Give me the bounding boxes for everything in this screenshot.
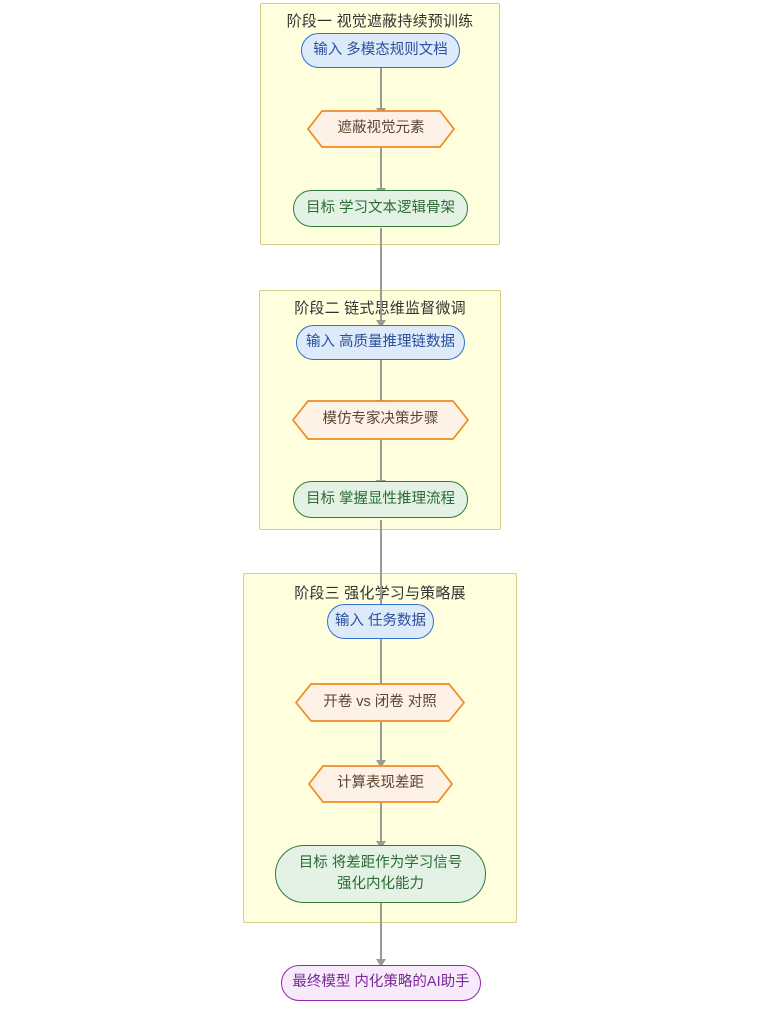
node-label: 计算表现差距 <box>337 775 424 792</box>
node-s3-action2[interactable]: 计算表现差距 <box>308 765 453 803</box>
subgraph-title-stage-1: 阶段一 视觉遮蔽持续预训练 <box>286 13 474 30</box>
node-s1-input[interactable]: 输入 多模态规则文档 <box>301 33 460 68</box>
node-label: 输入 高质量推理链数据 <box>305 333 456 350</box>
node-s3-input[interactable]: 输入 任务数据 <box>327 604 434 639</box>
node-label: 开卷 vs 闭卷 对照 <box>323 693 437 710</box>
node-label: 模仿专家决策步骤 <box>322 411 439 428</box>
node-final-model[interactable]: 最终模型 内化策略的AI助手 <box>281 965 481 1001</box>
node-s2-goal[interactable]: 目标 掌握显性推理流程 <box>293 481 468 518</box>
hexagon-shape-icon <box>308 765 453 803</box>
node-label: 输入 任务数据 <box>334 612 427 629</box>
node-s3-goal[interactable]: 目标 将差距作为学习信号 强化内化能力 <box>275 845 486 903</box>
node-label: 目标 学习文本逻辑骨架 <box>305 199 456 216</box>
node-label: 目标 将差距作为学习信号 强化内化能力 <box>298 854 463 892</box>
hexagon-shape-icon <box>307 110 455 148</box>
node-label: 目标 掌握显性推理流程 <box>305 490 456 507</box>
hexagon-shape-icon <box>292 400 469 440</box>
node-s1-goal[interactable]: 目标 学习文本逻辑骨架 <box>293 190 468 227</box>
hexagon-shape-icon <box>295 683 465 722</box>
subgraph-title-stage-3: 阶段三 强化学习与策略展 <box>294 585 466 602</box>
node-label: 最终模型 内化策略的AI助手 <box>292 974 470 991</box>
node-s1-action[interactable]: 遮蔽视觉元素 <box>307 110 455 148</box>
node-label: 遮蔽视觉元素 <box>337 120 425 137</box>
node-label: 输入 多模态规则文档 <box>313 41 448 58</box>
subgraph-title-stage-2: 阶段二 链式思维监督微调 <box>294 300 466 317</box>
node-s2-input[interactable]: 输入 高质量推理链数据 <box>296 325 465 360</box>
node-s3-action1[interactable]: 开卷 vs 闭卷 对照 <box>295 683 465 722</box>
node-s2-action[interactable]: 模仿专家决策步骤 <box>292 400 469 440</box>
